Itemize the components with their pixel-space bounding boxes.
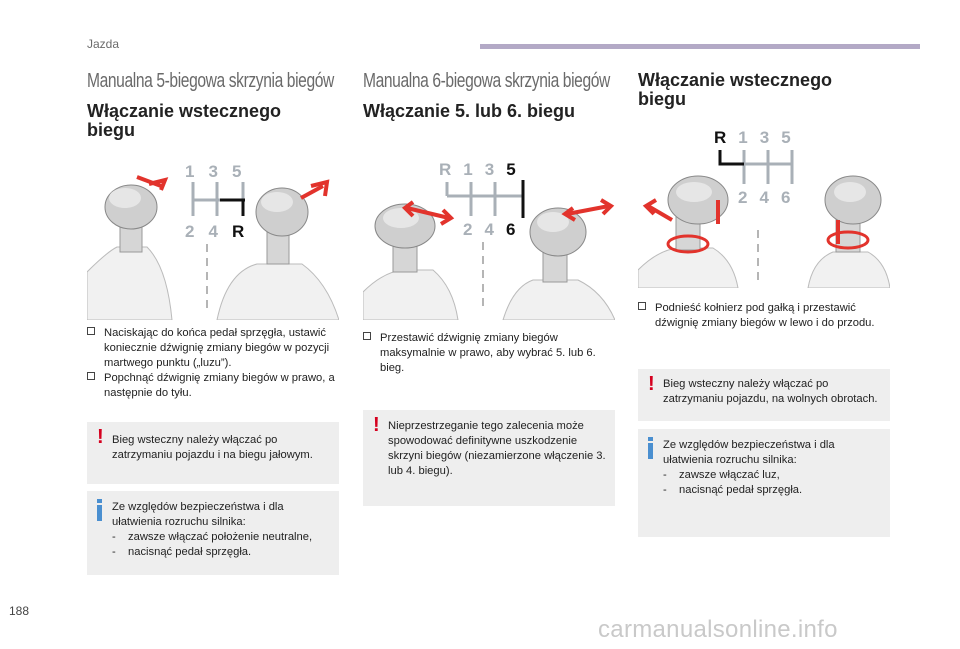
column-2-title: Manualna 6-biegowa skrzynia biegów — [363, 70, 610, 92]
gearshift-illustration-6speed: R135 246 — [362, 152, 616, 321]
section-label: Jazda — [87, 37, 120, 51]
gear-label: 3 — [208, 162, 232, 181]
warning-icon: ! — [648, 373, 655, 395]
gear-top-row: R135 — [439, 160, 528, 180]
gearshift-5speed-svg — [86, 175, 340, 321]
gear-bottom-row: 246 — [463, 220, 527, 240]
warning-text: Nieprzestrzeganie tego zalecenia może sp… — [388, 420, 606, 477]
checkbox-icon — [638, 302, 646, 310]
column-1-bullets: Naciskając do końca pedał sprzęgła, usta… — [87, 326, 339, 401]
bullet-item: Popchnąć dźwignię zmiany biegów w prawo,… — [87, 371, 339, 401]
bullet-item: Podnieść kołnierz pod gałką i przestawić… — [638, 301, 900, 331]
column-2-subtitle: Włączanie 5. lub 6. biegu — [363, 101, 576, 121]
column-1-warning-box: ! Bieg wsteczny należy włączać po zatrzy… — [87, 422, 339, 484]
checkbox-icon — [87, 372, 95, 380]
column-2-warning-box: ! Nieprzestrzeganie tego zalecenia może … — [363, 410, 615, 506]
column-1-subtitle: Włączanie wstecznego biegu — [87, 101, 282, 140]
gearshift-6speed-svg — [362, 180, 616, 321]
warning-text: Bieg wsteczny należy włączać po zatrzyma… — [663, 378, 878, 405]
gear-label: R — [231, 222, 259, 241]
info-list-item: -nacisnąć pedał sprzęgła. — [112, 546, 252, 558]
info-list-item: -zawsze włączać położenie neutralne, — [112, 531, 313, 543]
gear-label: 5 — [781, 128, 803, 147]
gear-label: 4 — [208, 222, 232, 241]
gear-label: 2 — [185, 222, 209, 241]
bullet-item: Naciskając do końca pedał sprzęgła, usta… — [87, 326, 339, 371]
gear-label: 3 — [759, 128, 782, 147]
info-text: Ze względów bezpieczeństwa i dla ułatwie… — [663, 438, 882, 498]
info-text: Ze względów bezpieczeństwa i dla ułatwie… — [112, 500, 331, 560]
column-3-warning-box: ! Bieg wsteczny należy włączać po zatrzy… — [638, 369, 890, 421]
gear-label: 1 — [185, 162, 209, 181]
gear-top-row: 135 — [185, 162, 255, 182]
column-1-info-box: Ze względów bezpieczeństwa i dla ułatwie… — [87, 491, 339, 575]
gear-label: R — [714, 128, 739, 147]
warning-icon: ! — [373, 414, 380, 436]
gear-label: 6 — [780, 188, 803, 207]
gear-label: 1 — [463, 160, 485, 179]
info-icon — [648, 437, 653, 459]
info-list-item: -zawsze włączać luz, — [663, 469, 780, 481]
gearshift-illustration-5speed: 135 24R — [86, 152, 340, 321]
watermark: carmanualsonline.info — [598, 616, 838, 643]
checkbox-icon — [363, 332, 371, 340]
page-number: 188 — [9, 604, 30, 618]
header-accent-bar — [480, 44, 920, 49]
checkbox-icon — [87, 327, 95, 335]
column-3-title: Włączanie wstecznego biegu — [638, 70, 833, 109]
gear-label: 2 — [463, 220, 485, 239]
gearshift-illustration-reverse: R135 246 — [637, 120, 891, 289]
gear-label: 3 — [484, 160, 507, 179]
warning-icon: ! — [97, 426, 104, 448]
column-3-bullets: Podnieść kołnierz pod gałką i przestawić… — [638, 301, 900, 331]
gear-label: 5 — [231, 162, 256, 181]
gear-label: 2 — [738, 188, 760, 207]
gear-top-row: R135 — [714, 128, 803, 148]
gear-label: R — [439, 160, 464, 179]
gear-label: 4 — [759, 188, 781, 207]
column-2-bullets: Przestawić dźwignię zmiany biegów maksym… — [363, 331, 615, 376]
column-1-title: Manualna 5-biegowa skrzynia biegów — [87, 70, 334, 92]
gear-label: 6 — [505, 220, 528, 239]
gear-label: 4 — [484, 220, 506, 239]
gear-bottom-row: 246 — [738, 188, 802, 208]
gear-label: 5 — [506, 160, 528, 179]
info-list-item: -nacisnąć pedał sprzęgła. — [663, 484, 803, 496]
gear-label: 1 — [738, 128, 760, 147]
warning-text: Bieg wsteczny należy włączać po zatrzyma… — [112, 434, 313, 461]
gear-bottom-row: 24R — [185, 222, 258, 242]
gearshift-reverse-svg — [637, 150, 891, 289]
bullet-item: Przestawić dźwignię zmiany biegów maksym… — [363, 331, 615, 376]
info-icon — [97, 499, 102, 521]
column-3-info-box: Ze względów bezpieczeństwa i dla ułatwie… — [638, 429, 890, 537]
